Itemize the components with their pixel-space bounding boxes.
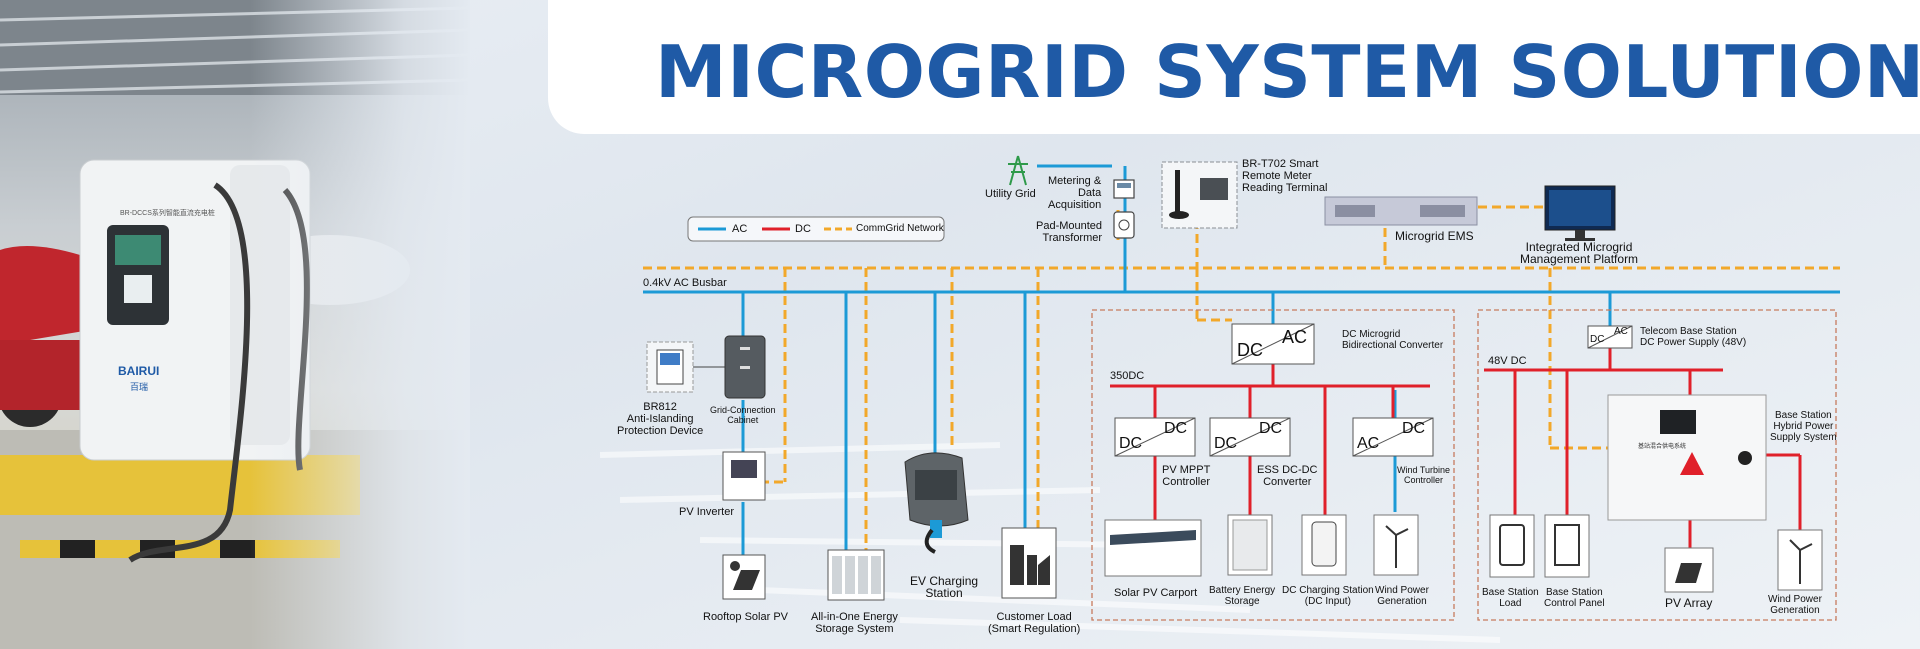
wind-conv-ac: AC — [1357, 435, 1380, 452]
ess-conv-dc-right: DC — [1259, 420, 1283, 437]
ess-dcdc-converter — [1209, 417, 1291, 457]
customer-load-label: Customer Load(Smart Regulation) — [988, 611, 1081, 635]
legend-comm-label: CommGrid Network — [856, 223, 944, 234]
busbar-label: 0.4kV AC Busbar — [643, 277, 727, 289]
charger-header-text: BR-DCCS系列智能直流充电桩 — [120, 208, 215, 217]
rooftop-pv-icon — [722, 554, 766, 600]
solar-carport-label: Solar PV Carport — [1114, 587, 1198, 599]
ems-label: Microgrid EMS — [1395, 229, 1474, 243]
legend-box — [687, 216, 945, 242]
telecom-converter — [1587, 325, 1633, 349]
utility-grid-icon — [1008, 155, 1028, 186]
brand-text: BAIRUI — [118, 364, 159, 378]
solar-carport-image — [1104, 519, 1202, 577]
ess-conv-dc-left: DC — [1214, 435, 1238, 452]
legend-ac-label: AC — [732, 223, 748, 235]
meter-icon — [1113, 179, 1135, 199]
brand-cn-text: 百瑞 — [130, 381, 148, 392]
pv-mppt-conv-dc-left: DC — [1119, 435, 1143, 452]
dc-microgrid-conv-dc: DC — [1237, 340, 1263, 360]
pv-array-label: PV Array — [1665, 596, 1713, 610]
dc-charging-label: DC Charging Station(DC Input) — [1282, 585, 1374, 607]
pv-inverter-label: PV Inverter — [679, 506, 735, 518]
legend-dc-label: DC — [795, 223, 811, 235]
telecom-group — [1477, 309, 1837, 621]
page-title: MICROGRID SYSTEM SOLUTIONS — [655, 30, 1920, 114]
title-banner — [548, 0, 1920, 134]
pv-mppt-converter — [1114, 417, 1196, 457]
bus-48-label: 48V DC — [1488, 355, 1527, 367]
hybrid-cabinet-text: 基站混合供电系统 — [1638, 444, 1687, 450]
pv-mppt-conv-dc-right: DC — [1164, 420, 1188, 437]
dc-lines — [1110, 348, 1802, 548]
telecom-conv-dc: DC — [1590, 334, 1605, 345]
wind-acdc-converter — [1352, 417, 1434, 457]
telecom-conv-ac: AC — [1614, 326, 1628, 337]
transformer-icon — [1113, 211, 1135, 239]
dc-microgrid-conv-ac: AC — [1282, 327, 1308, 347]
wind-conv-dc: DC — [1402, 420, 1426, 437]
bus-350-label: 350DC — [1110, 370, 1145, 382]
dc-microgrid-group — [1091, 309, 1455, 621]
rooftop-pv-label: Rooftop Solar PV — [703, 611, 788, 623]
charger-photo: BR-DCCS系列智能直流充电桩 BAIRUI 百瑞 — [0, 0, 470, 649]
dc-microgrid-converter — [1231, 323, 1315, 365]
utility-grid-label: Utility Grid — [985, 188, 1036, 200]
